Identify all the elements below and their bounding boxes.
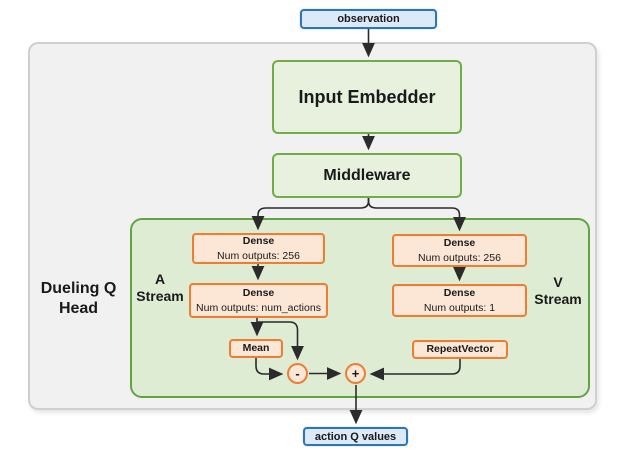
- dense-v2-subtitle: Num outputs: 1: [423, 301, 496, 314]
- dense-v1-title: Dense: [443, 237, 476, 250]
- dense-v1-subtitle: Num outputs: 256: [418, 251, 501, 264]
- dense-a1-title: Dense: [242, 235, 275, 248]
- dense-a2-node: Dense Num outputs: num_actions: [189, 283, 328, 318]
- dense-a2-title: Dense: [242, 287, 275, 300]
- input-embedder-node: Input Embedder: [272, 60, 462, 134]
- middleware-node: Middleware: [272, 153, 462, 198]
- dense-a2-subtitle: Num outputs: num_actions: [196, 301, 321, 314]
- dense-a1-subtitle: Num outputs: 256: [217, 249, 300, 262]
- dense-a1-node: Dense Num outputs: 256: [192, 233, 325, 264]
- input-embedder-label: Input Embedder: [298, 86, 436, 107]
- action-q-values-label: action Q values: [314, 430, 397, 443]
- repeat-vector-node: RepeatVector: [412, 340, 508, 359]
- minus-op-node: -: [287, 363, 308, 384]
- dense-v2-title: Dense: [443, 287, 476, 300]
- a-stream-label: A Stream: [136, 271, 184, 304]
- observation-label: observation: [337, 13, 400, 25]
- action-q-values-node: action Q values: [303, 427, 408, 446]
- dense-v2-node: Dense Num outputs: 1: [392, 284, 527, 317]
- plus-op-node: +: [345, 363, 366, 384]
- observation-node: observation: [300, 9, 437, 29]
- dense-v1-node: Dense Num outputs: 256: [392, 234, 527, 267]
- v-stream-label: V Stream: [534, 274, 582, 307]
- mean-node: Mean: [229, 339, 283, 358]
- middleware-label: Middleware: [323, 166, 411, 184]
- dueling-q-head-label: Dueling Q Head: [40, 280, 117, 317]
